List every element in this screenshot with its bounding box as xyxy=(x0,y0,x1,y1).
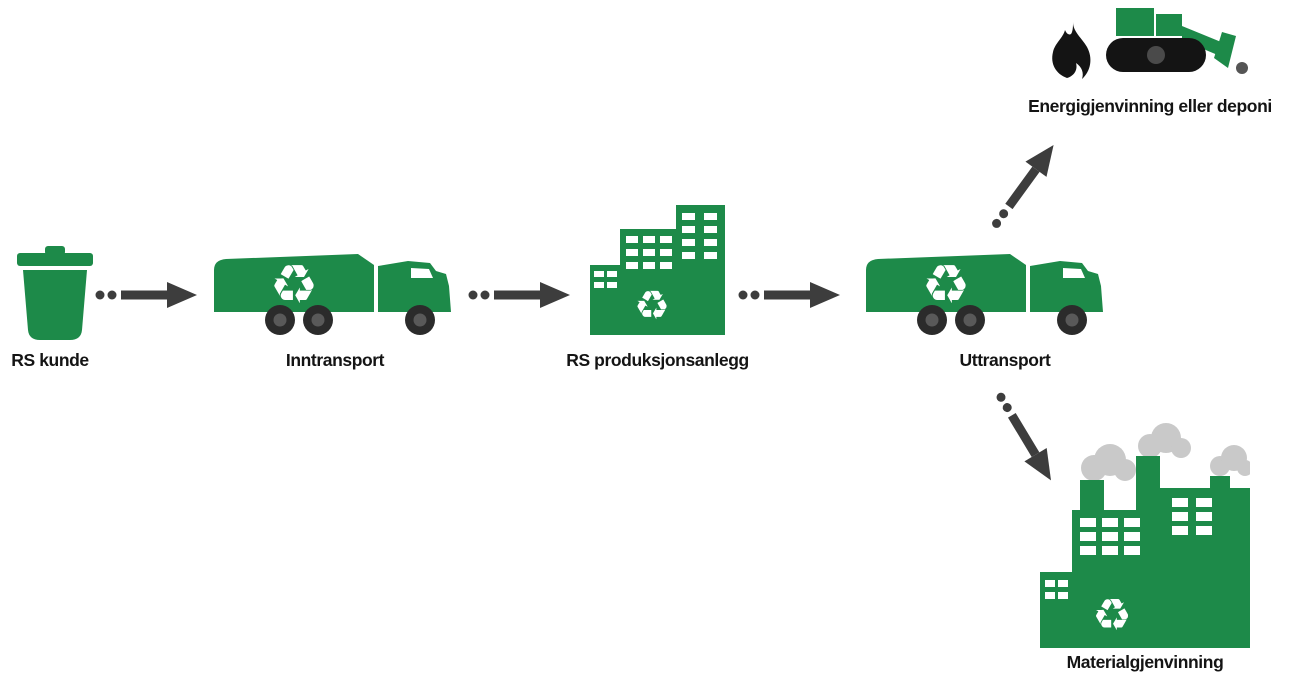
recycling-factory-icon: ♻ xyxy=(1040,420,1253,653)
arrow-customer-to-inntransport xyxy=(95,280,200,310)
production-plant-icon: ♻ xyxy=(590,205,725,340)
recycle-symbol-icon: ♻ xyxy=(1092,590,1131,641)
recycle-symbol-icon: ♻ xyxy=(922,253,970,316)
arrow-plant-to-uttransport xyxy=(738,280,843,310)
label-rs-produksjonsanlegg: RS produksjonsanlegg xyxy=(566,350,749,370)
smoke-clouds xyxy=(1081,423,1253,481)
recycle-symbol-icon: ♻ xyxy=(634,283,670,329)
label-materialgjenvinning: Materialgjenvinning xyxy=(1066,652,1224,672)
flame-icon xyxy=(1046,22,1101,92)
trash-bin-icon xyxy=(14,246,96,347)
label-rs-kunde: RS kunde xyxy=(11,350,89,370)
label-energigjenvinning: Energigjenvinning eller deponi xyxy=(1028,96,1272,116)
arrow-inntransport-to-plant xyxy=(468,280,573,310)
label-inntransport: Inntransport xyxy=(285,350,385,370)
landfill-compactor-icon xyxy=(1098,6,1248,91)
garbage-truck-inbound-icon: ♻ xyxy=(208,240,458,345)
garbage-truck-outbound-icon: ♻ xyxy=(860,240,1110,345)
arrow-uttransport-to-energigjenvinning xyxy=(982,134,1068,237)
arrow-uttransport-to-materialgjenvinning xyxy=(986,385,1066,490)
recycle-symbol-icon: ♻ xyxy=(270,253,318,316)
label-uttransport: Uttransport xyxy=(959,350,1051,370)
